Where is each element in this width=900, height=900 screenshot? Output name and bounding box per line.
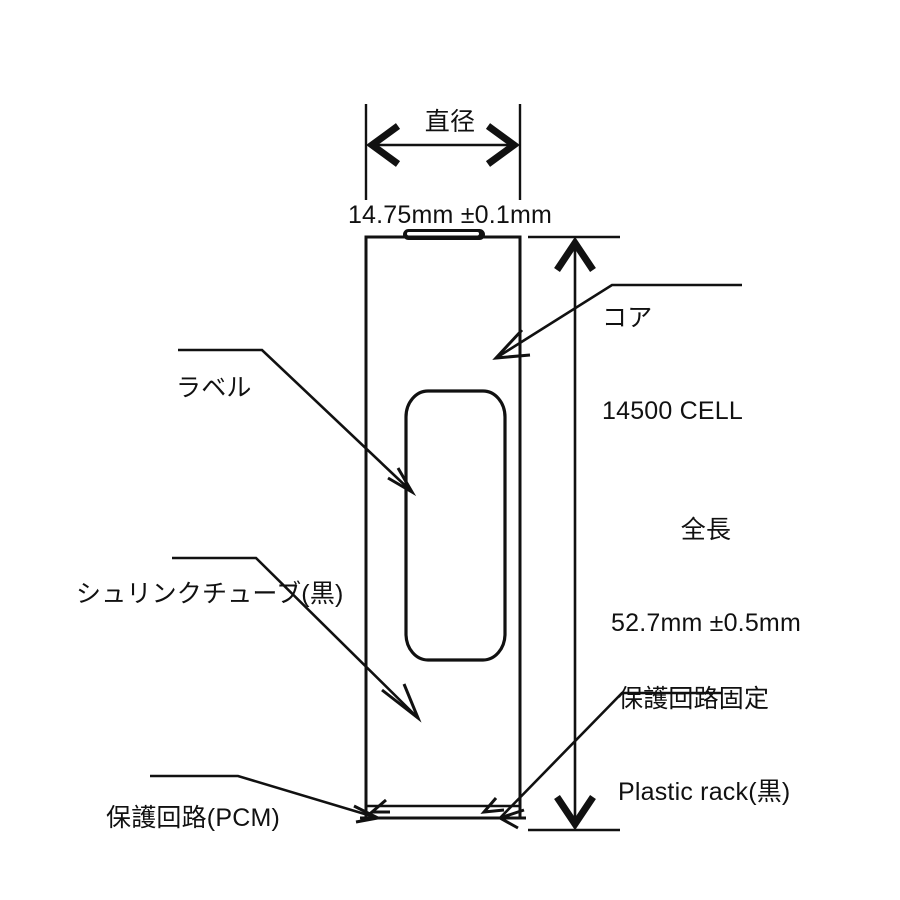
pcm-text-line1: 保護回路(PCM) [106, 803, 281, 832]
core-leader-line [495, 283, 742, 360]
diameter-dimension-text: 直径 14.75mm ±0.1mm [318, 44, 582, 294]
diameter-text-line1: 直径 [424, 107, 476, 136]
core-leader-arrow-icon [492, 328, 531, 360]
core-callout-text: コア 14500 CELL [602, 240, 882, 490]
plastic-rack-callout-text: 保護回路固定 Plastic rack(黒) [618, 621, 900, 871]
label-leader-arrow-icon [387, 467, 417, 497]
length-text-line1: 全長 [680, 515, 732, 544]
label-callout-text: ラベル [176, 310, 336, 466]
core-text-line2: 14500 CELL [602, 397, 744, 426]
plastic-rack-leader-arrow-icon [496, 808, 525, 830]
terminal-cap-highlight [407, 232, 479, 236]
length-arrow-up-icon [554, 236, 596, 272]
pcm-arrow-left-icon [367, 798, 390, 814]
pcm-leader-arrow-icon [353, 804, 383, 824]
plastic-rack-text-line2: Plastic rack(黒) [618, 778, 791, 807]
shrink-tube-callout-text: シュリンクチューブ(黒) [76, 516, 416, 672]
pcm-leader-line [150, 774, 379, 820]
shrink-tube-text-line1: シュリンクチューブ(黒) [76, 579, 344, 608]
core-text-line1: コア [602, 303, 653, 332]
diameter-arrow-left-icon [366, 123, 401, 167]
diameter-text-line2: 14.75mm ±0.1mm [347, 201, 553, 230]
cell-label-sticker [404, 389, 507, 662]
label-leader-line [178, 348, 413, 493]
plastic-rack-text-line1: 保護回路固定 [618, 684, 770, 713]
total-length-dimension-text: 全長 52.7mm ±0.5mm [576, 452, 836, 702]
plastic-rack-leader-line [499, 691, 722, 819]
length-arrow-down-icon [554, 795, 596, 831]
shrink-tube-leader-arrow-icon [381, 683, 422, 723]
shrink-tube-leader-line [172, 556, 419, 719]
label-text-line1: ラベル [176, 373, 252, 402]
pcm-callout-text: 保護回路(PCM) [106, 740, 376, 896]
pcm-arrow-right-icon [480, 797, 505, 814]
length-text-line2: 52.7mm ±0.5mm [611, 609, 801, 638]
diameter-arrow-right-icon [485, 123, 520, 167]
